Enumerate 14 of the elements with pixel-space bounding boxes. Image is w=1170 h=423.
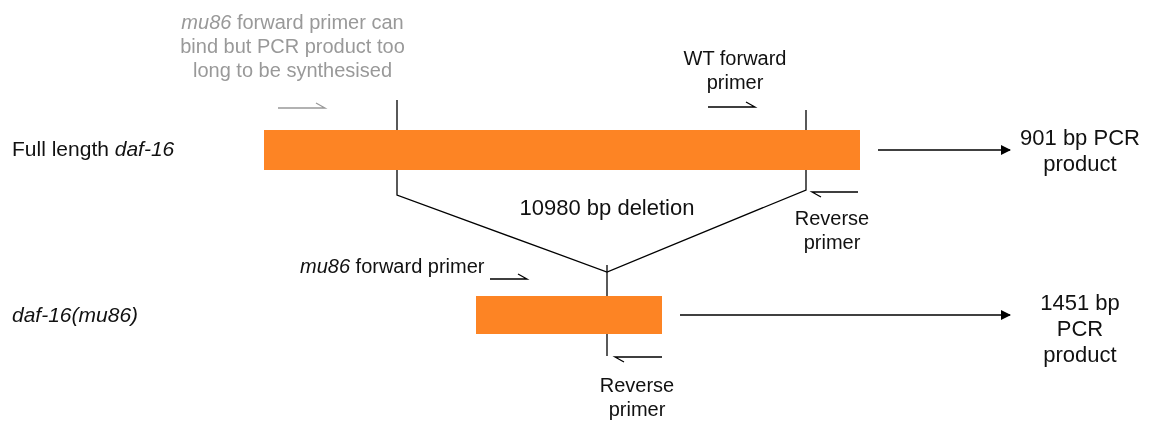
annotation-text: WT forward primer <box>682 46 788 94</box>
gene-bar <box>476 296 662 334</box>
product-label: 901 bp PCR product <box>1018 125 1142 177</box>
annotation-text: Reverse primer <box>793 206 871 254</box>
arrow <box>877 145 1011 155</box>
annotation-text: mu86 forward primer can bind but PCR product too long to be synthesised <box>179 10 406 82</box>
annotation-text: daf-16(mu86) <box>12 303 139 327</box>
annotation-text: Reverse primer <box>598 373 676 421</box>
arrow <box>679 310 1011 320</box>
annotation-text: Full length daf-16 <box>12 137 175 161</box>
annotation-text: 10980 bp deletion <box>518 196 696 220</box>
gene-bar <box>264 130 860 170</box>
product-label: 1451 bp PCR product <box>1018 290 1142 368</box>
annotation-text: mu86 forward primer <box>300 254 485 278</box>
